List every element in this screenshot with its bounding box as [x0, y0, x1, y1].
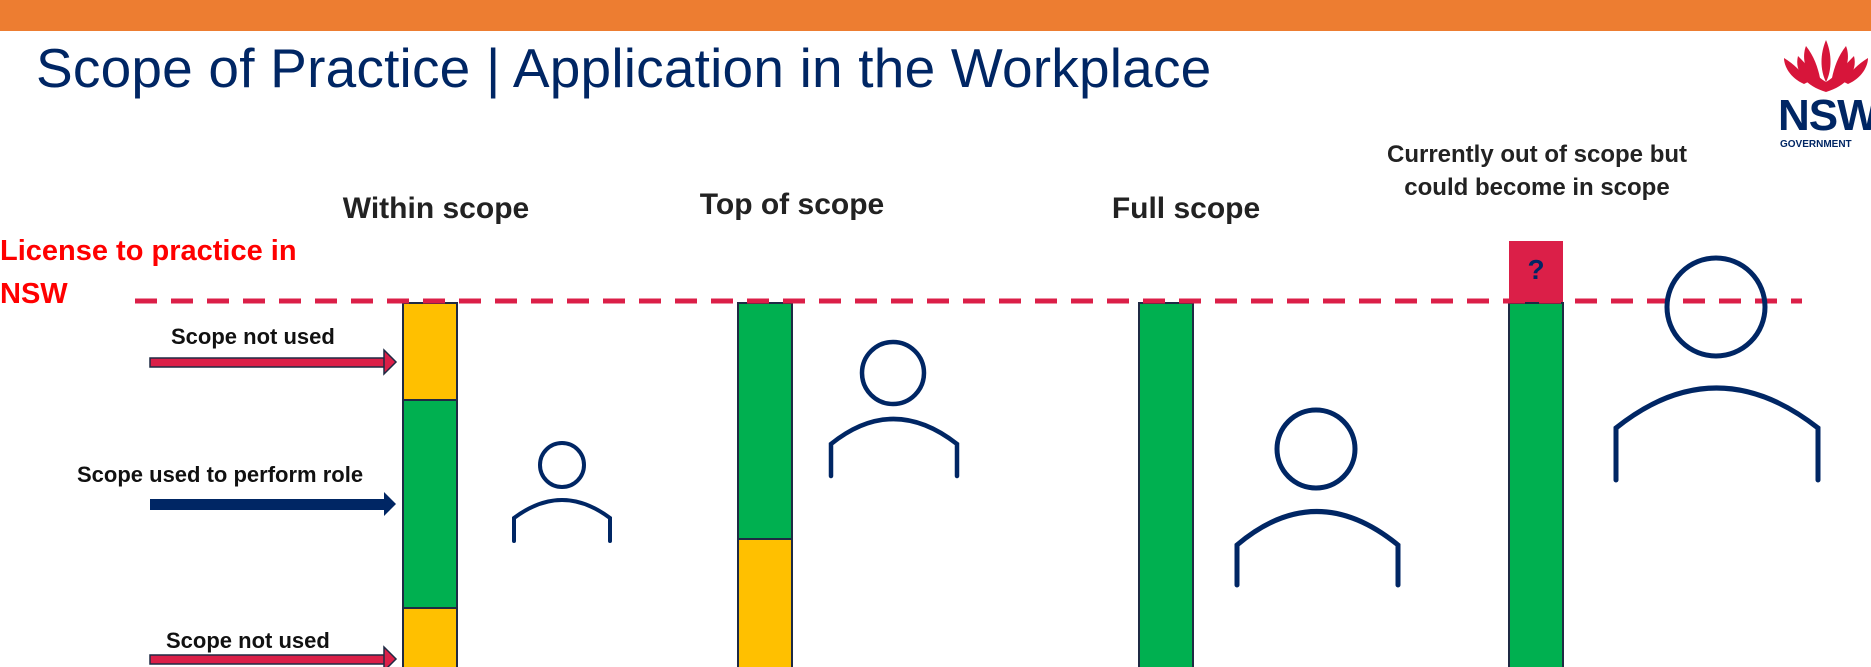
- bar3-segment-used: [1138, 302, 1194, 667]
- heading-out-of-scope-line2: could become in scope: [1404, 174, 1670, 201]
- arrow-bottom-not-used: [149, 645, 398, 667]
- heading-top-of-scope: Top of scope: [699, 188, 885, 221]
- page-title: Scope of Practice | Application in the W…: [36, 37, 1212, 99]
- nsw-government-logo: NSW GOVERNMENT: [1776, 36, 1871, 156]
- question-mark-marker: ?: [1527, 254, 1545, 285]
- bar2-segment-not-used: [737, 538, 793, 667]
- bar1-segment-not-used-top: [402, 302, 458, 401]
- person-icon-large: [1234, 407, 1401, 588]
- bar4-segment-used: [1508, 302, 1564, 667]
- arrow-used: [150, 492, 396, 516]
- arrow-label-bottom-not-used: Scope not used: [166, 628, 330, 653]
- heading-out-of-scope: Currently out of scope but could become …: [1387, 138, 1687, 204]
- bar1-segment-used: [402, 399, 458, 609]
- person-icon-medium: [828, 339, 960, 479]
- heading-out-of-scope-line1: Currently out of scope but: [1387, 141, 1687, 168]
- bar1-segment-not-used-bottom: [402, 607, 458, 667]
- top-accent-bar: [0, 0, 1871, 31]
- person-icon-xlarge: [1613, 255, 1821, 483]
- heading-full-scope: Full scope: [1111, 192, 1261, 225]
- bar2-segment-used: [737, 302, 793, 540]
- logo-wordmark: NSW: [1778, 91, 1871, 140]
- logo-subtext: GOVERNMENT: [1780, 139, 1852, 150]
- arrow-top-not-used: [149, 348, 398, 376]
- license-label: License to practice in NSW: [0, 235, 297, 310]
- waratah-flower-icon: [1784, 40, 1868, 92]
- arrow-label-top-not-used: Scope not used: [171, 324, 335, 349]
- person-icon-small: [512, 441, 612, 543]
- out-of-scope-box: [1509, 241, 1563, 303]
- arrow-label-used: Scope used to perform role: [77, 462, 364, 487]
- heading-within-scope: Within scope: [342, 192, 530, 225]
